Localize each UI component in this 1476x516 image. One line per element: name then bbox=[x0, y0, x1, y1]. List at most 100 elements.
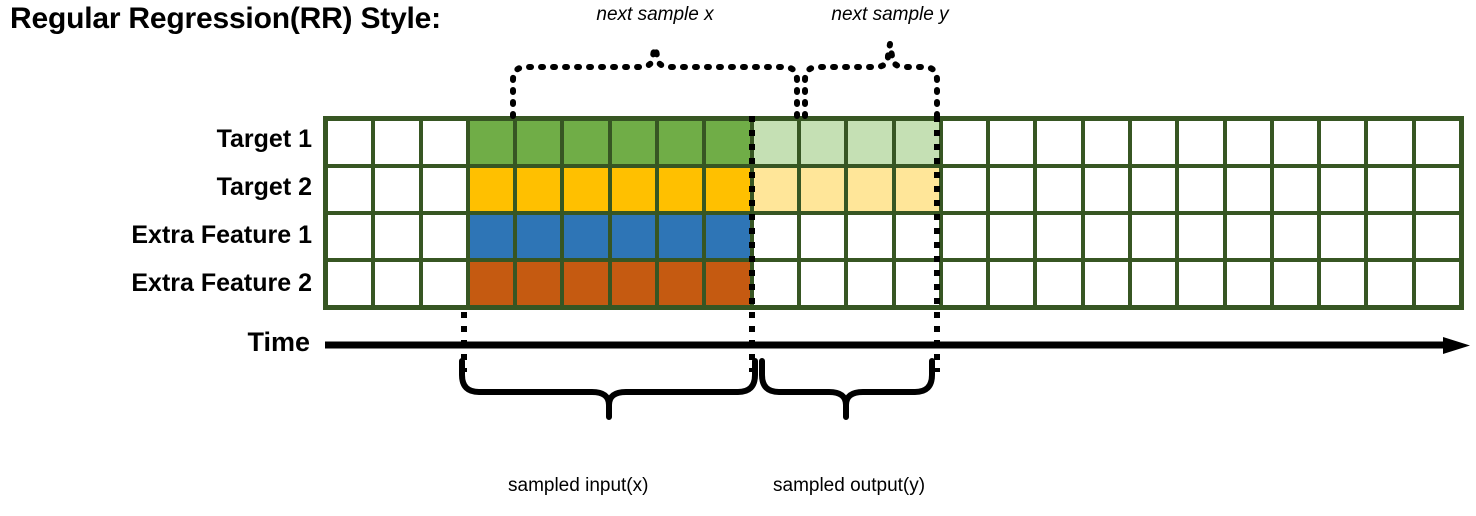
annotation-next-sample-y: next sample y bbox=[831, 4, 949, 25]
grid-cell-r3-c19 bbox=[1179, 215, 1223, 258]
grid-cell-r3-c5 bbox=[517, 215, 561, 258]
grid-cell-r4-c17 bbox=[1084, 262, 1128, 305]
row-label-extra-feature-2: Extra Feature 2 bbox=[131, 269, 312, 297]
dotted-brace-next-sample-y bbox=[802, 41, 940, 119]
grid-cell-r1-c23 bbox=[1368, 121, 1412, 164]
grid-cell-r2-c20 bbox=[1226, 168, 1270, 211]
grid-cell-r4-c12 bbox=[848, 262, 892, 305]
time-axis-arrow bbox=[325, 337, 1470, 354]
grid-cell-r3-c21 bbox=[1273, 215, 1318, 258]
grid-cell-r1-c2 bbox=[375, 121, 419, 164]
grid-cell-r1-c9 bbox=[706, 121, 750, 164]
grid-cell-r3-c16 bbox=[1037, 215, 1081, 258]
grid-cell-r2-c16 bbox=[1037, 168, 1081, 211]
grid-cell-r2-c10 bbox=[753, 168, 797, 211]
caption-input-line1: sampled input(x) bbox=[508, 474, 649, 496]
row-label-group: Target 1 Target 2 Extra Feature 1 Extra … bbox=[0, 116, 312, 310]
grid-cell-r1-c6 bbox=[564, 121, 608, 164]
grid-cell-r2-c11 bbox=[800, 168, 845, 211]
grid-cell-r4-c4 bbox=[469, 262, 514, 305]
grid-cell-r1-c8 bbox=[659, 121, 703, 164]
grid-cell-r3-c1 bbox=[328, 215, 372, 258]
grid-cell-r1-c1 bbox=[328, 121, 372, 164]
grid-cell-r2-c5 bbox=[517, 168, 561, 211]
grid-cell-r1-c20 bbox=[1226, 121, 1270, 164]
grid-cell-r4-c20 bbox=[1226, 262, 1270, 305]
grid-cell-r4-c9 bbox=[706, 262, 750, 305]
grid-cell-r1-c19 bbox=[1179, 121, 1223, 164]
grid-cell-r4-c21 bbox=[1273, 262, 1318, 305]
grid-cell-r3-c9 bbox=[706, 215, 750, 258]
grid-cell-r4-c6 bbox=[564, 262, 608, 305]
grid-cell-r1-c3 bbox=[422, 121, 466, 164]
grid-cell-r3-c11 bbox=[800, 215, 845, 258]
grid-cell-r4-c3 bbox=[422, 262, 466, 305]
row-label-target-2: Target 2 bbox=[216, 173, 312, 201]
caption-output-line1: sampled output(y) bbox=[773, 474, 926, 496]
grid-cell-r3-c23 bbox=[1368, 215, 1412, 258]
grid-cell-r2-c23 bbox=[1368, 168, 1412, 211]
grid-cell-r1-c13 bbox=[895, 121, 939, 164]
grid-cell-r4-c23 bbox=[1368, 262, 1412, 305]
grid-cell-r3-c14 bbox=[942, 215, 987, 258]
grid-cell-r2-c2 bbox=[375, 168, 419, 211]
timeseries-grid bbox=[323, 116, 1464, 310]
grid-cell-r2-c12 bbox=[848, 168, 892, 211]
grid-cell-r3-c24 bbox=[1415, 215, 1459, 258]
page-title: Regular Regression(RR) Style: bbox=[10, 2, 441, 35]
grid-cell-r2-c4 bbox=[469, 168, 514, 211]
grid-cell-r3-c7 bbox=[611, 215, 656, 258]
grid-cell-r1-c4 bbox=[469, 121, 514, 164]
grid-cell-r2-c3 bbox=[422, 168, 466, 211]
grid-cell-r4-c22 bbox=[1321, 262, 1365, 305]
grid-cell-r1-c11 bbox=[800, 121, 845, 164]
grid-cell-r1-c10 bbox=[753, 121, 797, 164]
caption-sampled-output: sampled output(y) horizon=4 output_featu… bbox=[773, 422, 965, 516]
grid-cell-r1-c18 bbox=[1131, 121, 1176, 164]
row-label-target-1: Target 1 bbox=[216, 125, 312, 153]
dotted-brace-next-sample-x bbox=[510, 41, 800, 119]
grid-cell-r4-c16 bbox=[1037, 262, 1081, 305]
grid-cell-r2-c22 bbox=[1321, 168, 1365, 211]
time-axis-label: Time bbox=[247, 327, 310, 357]
grid-cell-r3-c4 bbox=[469, 215, 514, 258]
grid-cell-r3-c13 bbox=[895, 215, 939, 258]
grid-cell-r4-c11 bbox=[800, 262, 845, 305]
grid-cell-r3-c12 bbox=[848, 215, 892, 258]
grid-cell-r4-c15 bbox=[990, 262, 1034, 305]
grid-cell-r3-c6 bbox=[564, 215, 608, 258]
grid-cell-r1-c5 bbox=[517, 121, 561, 164]
grid-cell-r3-c3 bbox=[422, 215, 466, 258]
grid-cell-r2-c24 bbox=[1415, 168, 1459, 211]
grid-cell-r3-c15 bbox=[990, 215, 1034, 258]
grid-cell-r4-c19 bbox=[1179, 262, 1223, 305]
grid-cell-r4-c5 bbox=[517, 262, 561, 305]
grid-cell-r1-c22 bbox=[1321, 121, 1365, 164]
grid-cell-r1-c12 bbox=[848, 121, 892, 164]
grid-cell-r3-c22 bbox=[1321, 215, 1365, 258]
grid-cell-r3-c18 bbox=[1131, 215, 1176, 258]
grid-cell-r2-c17 bbox=[1084, 168, 1128, 211]
grid-cell-r1-c14 bbox=[942, 121, 987, 164]
grid-cell-r2-c9 bbox=[706, 168, 750, 211]
annotation-next-sample-x: next sample x bbox=[596, 4, 714, 25]
grid-cell-r4-c13 bbox=[895, 262, 939, 305]
brace-sampled-output bbox=[759, 358, 935, 420]
grid-cell-r3-c20 bbox=[1226, 215, 1270, 258]
grid-cell-r4-c14 bbox=[942, 262, 987, 305]
grid-cell-r2-c14 bbox=[942, 168, 987, 211]
grid-cell-r3-c17 bbox=[1084, 215, 1128, 258]
grid-cell-r2-c18 bbox=[1131, 168, 1176, 211]
grid-cell-r4-c2 bbox=[375, 262, 419, 305]
grid-cell-r1-c17 bbox=[1084, 121, 1128, 164]
grid-cell-r2-c7 bbox=[611, 168, 656, 211]
brace-sampled-input bbox=[459, 358, 758, 420]
grid-cell-r4-c24 bbox=[1415, 262, 1459, 305]
grid-cell-r4-c7 bbox=[611, 262, 656, 305]
grid-cell-r1-c7 bbox=[611, 121, 656, 164]
grid-cell-r2-c21 bbox=[1273, 168, 1318, 211]
grid-cell-r1-c21 bbox=[1273, 121, 1318, 164]
grid-cell-r3-c10 bbox=[753, 215, 797, 258]
grid-cell-r2-c1 bbox=[328, 168, 372, 211]
